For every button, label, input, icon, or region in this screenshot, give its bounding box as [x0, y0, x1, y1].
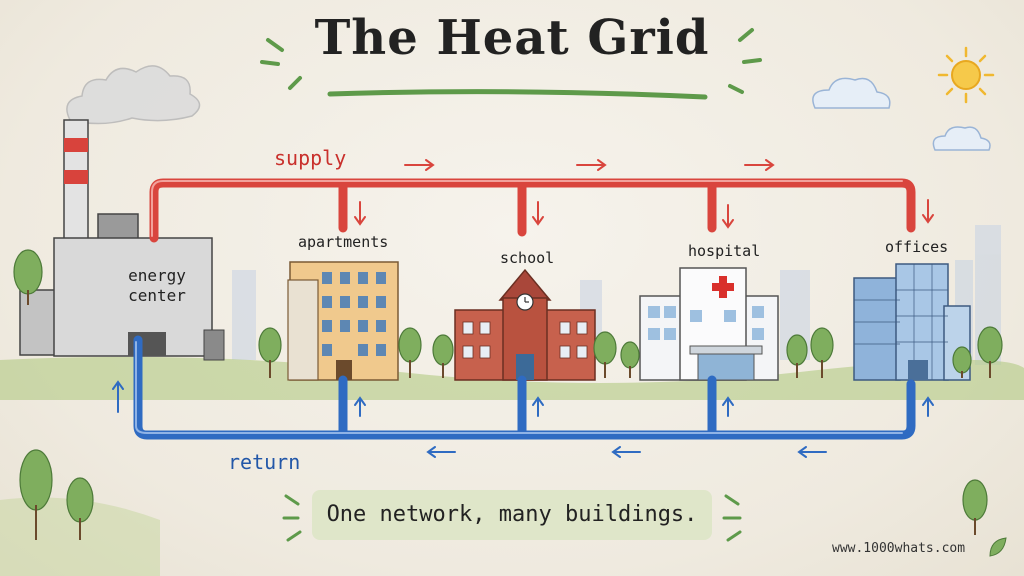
- supply-pipe: [149, 178, 916, 243]
- sun-icon: [937, 46, 995, 104]
- title-decoration: [260, 28, 762, 100]
- return-pipe-highlight: [135, 341, 903, 434]
- school-building: [454, 268, 596, 381]
- tagline-decoration: [282, 494, 742, 542]
- building-label-hospital: hospital: [688, 242, 761, 260]
- return-label: return: [228, 450, 301, 474]
- diagram-title: The Heat Grid: [314, 10, 710, 66]
- energy-center-building: [19, 119, 225, 361]
- hospital-cross-icon: [712, 276, 734, 298]
- return-pipe: [133, 335, 916, 440]
- supply-label: supply: [274, 146, 347, 170]
- cloud-icon: [812, 77, 991, 151]
- clock-icon: [516, 293, 534, 311]
- apartments-building: [287, 261, 399, 381]
- offices-building: [853, 263, 971, 381]
- building-label-apartments: apartments: [298, 233, 389, 251]
- return-flow-arrows: [112, 380, 934, 458]
- building-label-school: school: [500, 249, 555, 267]
- hospital-building: [639, 267, 779, 381]
- supply-flow-arrows: [354, 159, 934, 229]
- tree-icon: [13, 249, 1003, 540]
- tagline: One network, many buildings.: [312, 490, 712, 540]
- energy-center-label: energy center: [128, 266, 186, 305]
- building-label-offices: offices: [885, 238, 949, 256]
- smoke-cloud: [66, 65, 201, 125]
- credit-text: www.1000whats.com: [832, 541, 966, 556]
- leaf-icon: [989, 537, 1007, 557]
- supply-pipe-highlight: [151, 180, 903, 237]
